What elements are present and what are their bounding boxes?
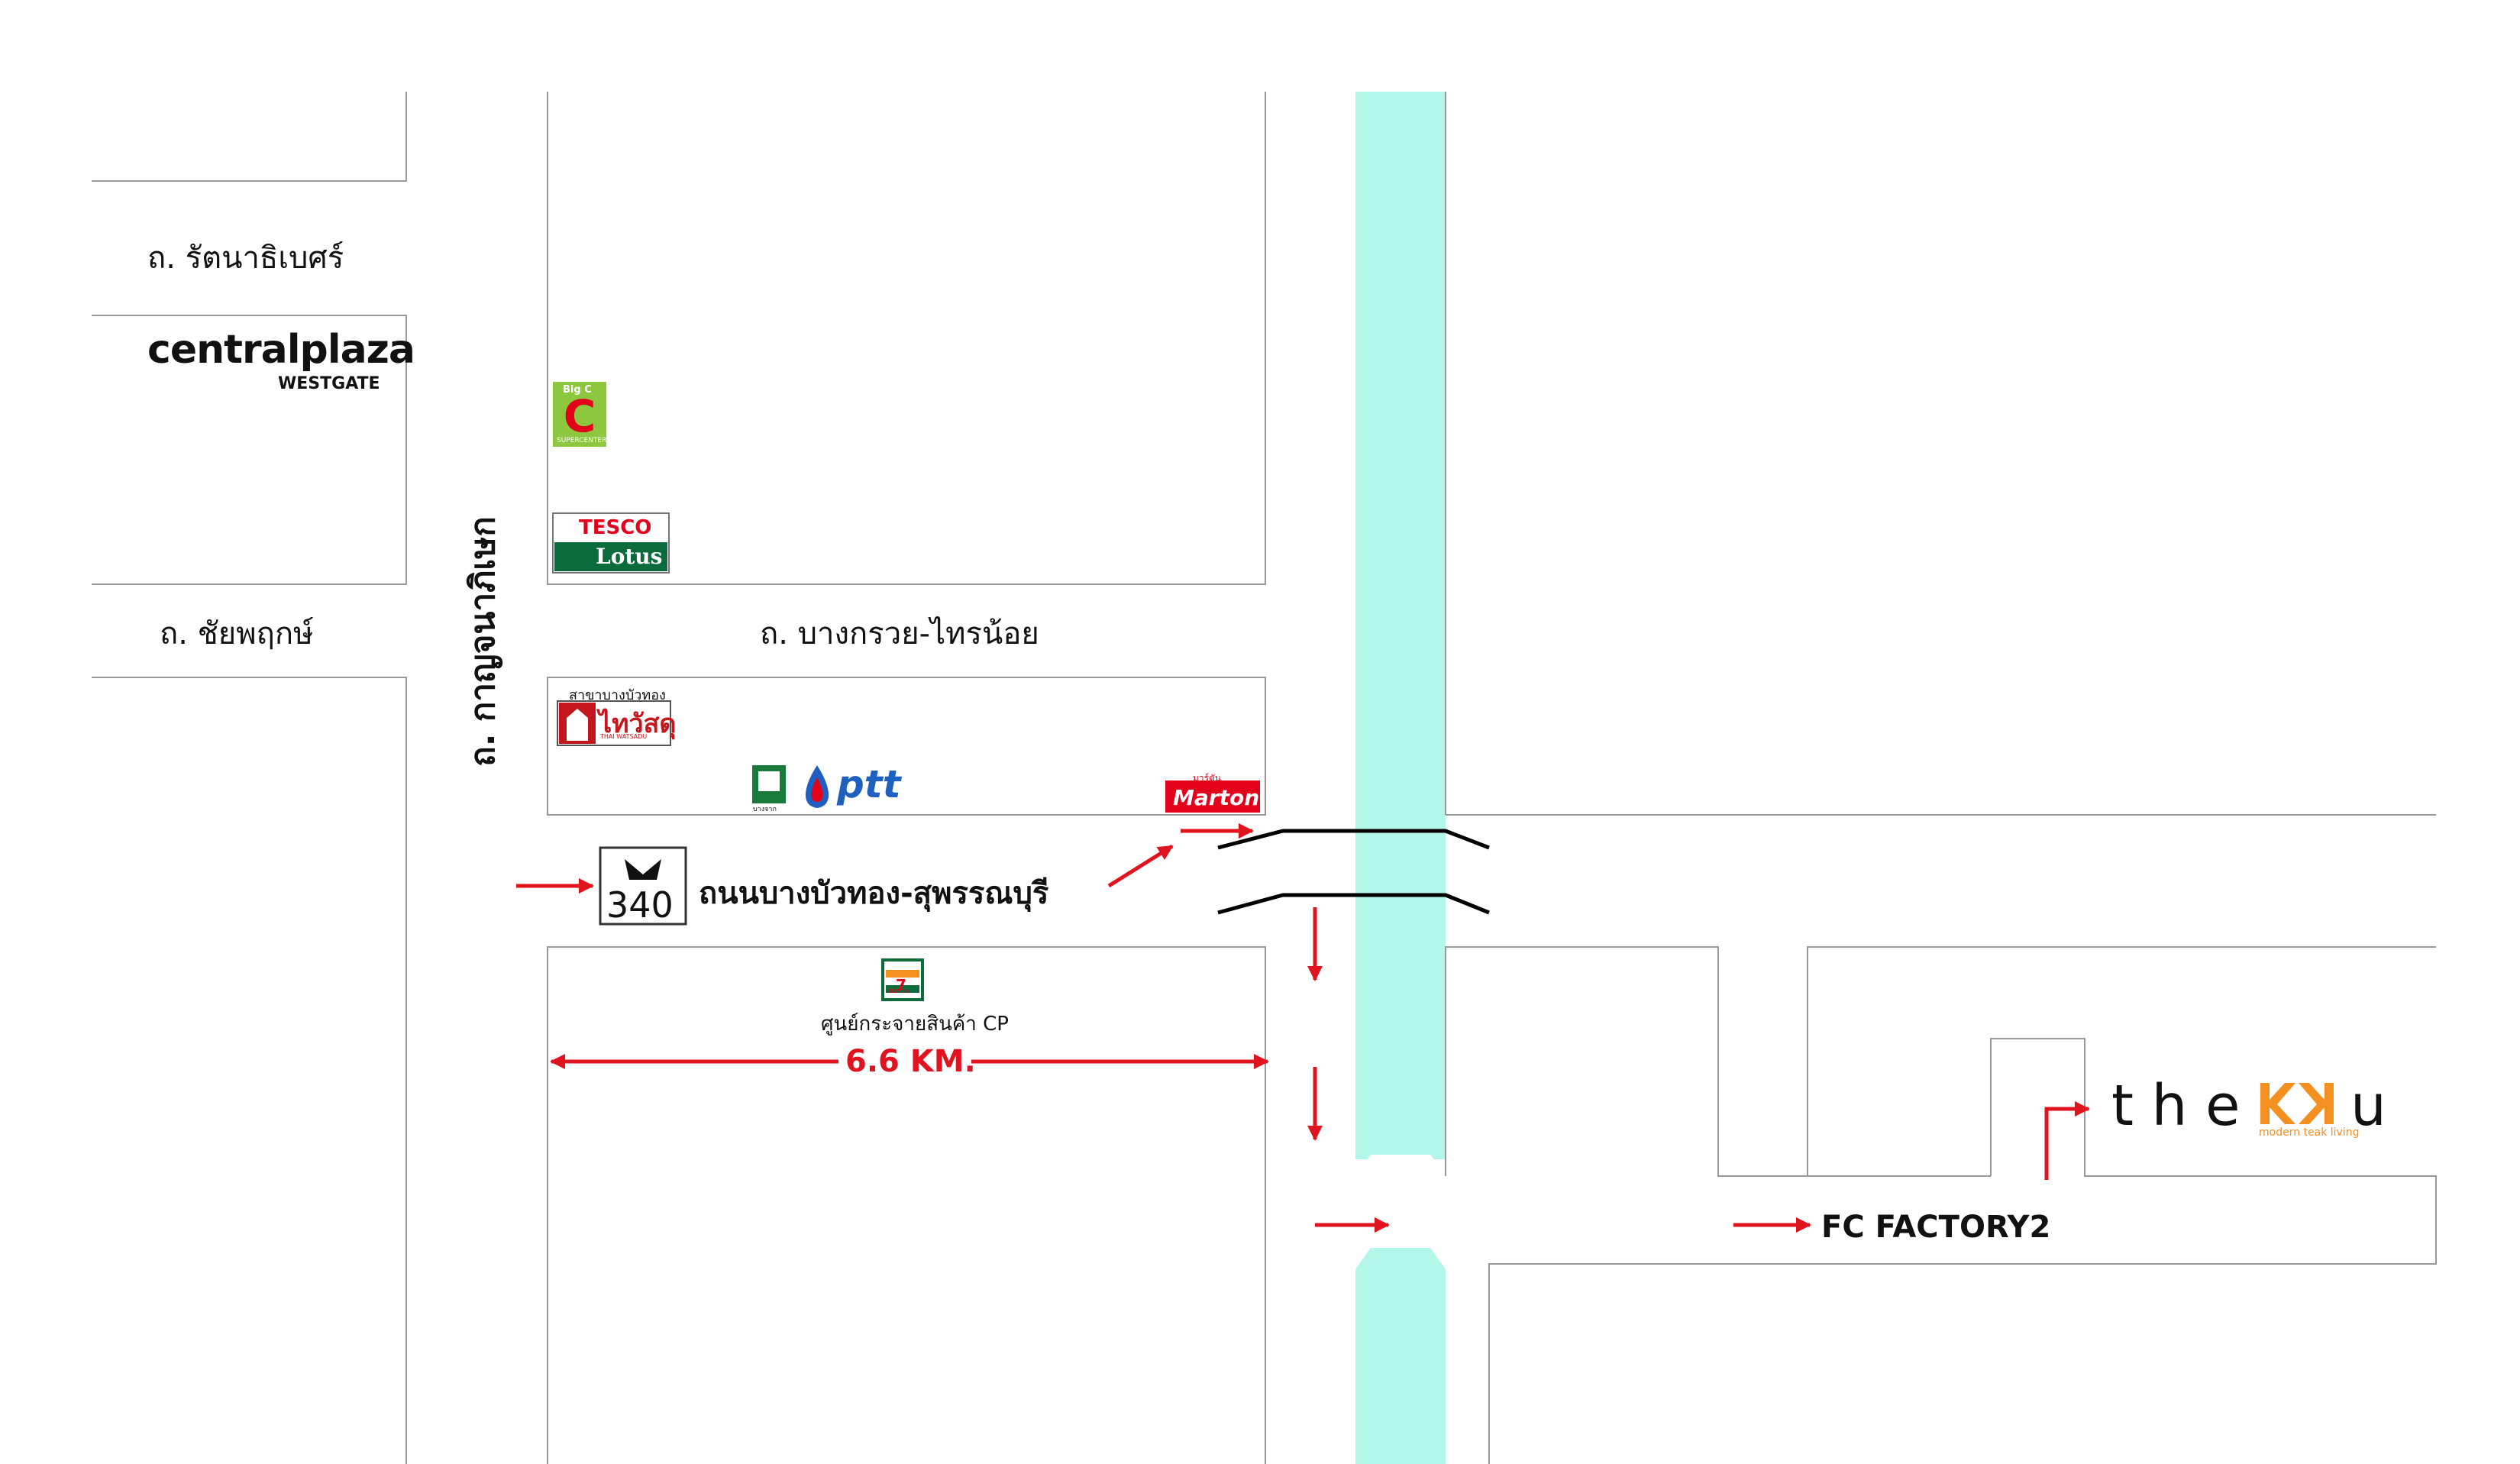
brand-the: t h e (2111, 1073, 2241, 1139)
bangchak-label: บางจาก (753, 806, 777, 813)
distance-label: 6.6 KM. (845, 1044, 976, 1079)
bigc-label: Big C (563, 384, 592, 396)
road-network (92, 92, 2437, 1464)
highway-number: 340 (606, 884, 674, 926)
central-plaza-logo: centralplaza (147, 327, 415, 373)
thaiwatsadu-label: ไทวัสดุ (599, 709, 677, 739)
marton-top-label: มาร์ตัน (1193, 773, 1222, 784)
road-label-chaiyaphruek: ถ. ชัยพฤกษ์ (160, 616, 314, 651)
road-label-bangkruai-sainoi: ถ. บางกรวย-ไทรน้อย (760, 616, 1039, 651)
marton-logo (1165, 780, 1260, 813)
road-label-kanchanaphisek: ถ. กาญจนาภิเษก (464, 516, 502, 767)
ptt-label: ptt (837, 762, 901, 806)
bangchak-logo (752, 765, 786, 803)
ptt-logo (805, 765, 829, 808)
cp-center-label: ศูนย์กระจายสินค้า CP (821, 1013, 1009, 1036)
factory-label: FC FACTORY2 (1821, 1210, 2051, 1245)
seven-eleven-number: 7 (896, 976, 906, 994)
thaiwatsadu-logo (557, 700, 671, 746)
marton-label: Marton (1173, 785, 1260, 810)
highway-340-sign (599, 846, 687, 926)
thekku-logo-mark (2260, 1083, 2334, 1124)
canal (1355, 92, 1446, 1464)
lotus-label: Lotus (596, 544, 663, 569)
road-label-rattanathibet: ถ. รัตนาธิเบศร์ (147, 241, 344, 276)
tesco-label: TESCO (579, 516, 652, 539)
bigc-logo: C (553, 382, 606, 447)
bigc-sub-label: SUPERCENTER (557, 437, 607, 444)
road-label-bangbuathong-suphan: ถนนบางบัวทอง-สุพรรณบุรี (699, 876, 1049, 911)
seven-eleven-label: ELEVEn (888, 988, 909, 994)
tesco-lotus-logo (552, 512, 670, 574)
seven-eleven-logo (881, 958, 924, 1001)
thaiwatsadu-en-label: THAI WATSADU (600, 733, 648, 740)
brand-u: u (2350, 1073, 2386, 1139)
svg-text:C: C (564, 390, 596, 442)
bridge (1217, 829, 1490, 915)
route-arrows (516, 823, 2090, 1233)
thaiwatsadu-branch-label: สาขาบางบัวทอง (569, 687, 666, 703)
brand-tagline: modern teak living (2259, 1126, 2360, 1139)
central-plaza-subtitle: WESTGATE (278, 374, 380, 393)
